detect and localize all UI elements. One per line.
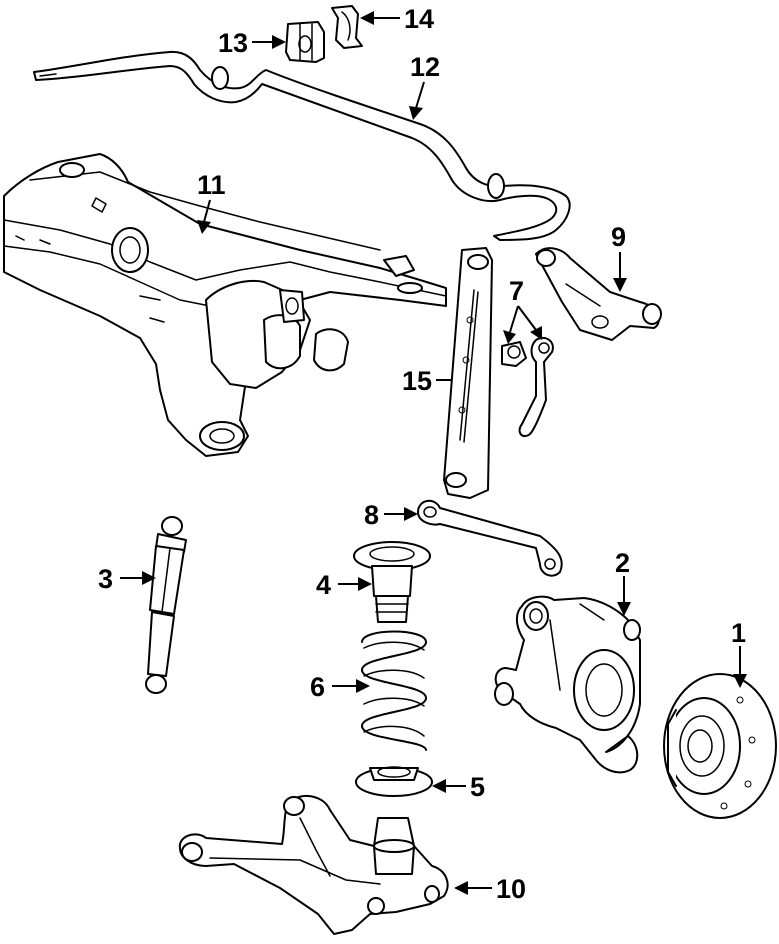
callout-leaders bbox=[120, 11, 747, 895]
lower-control-arm bbox=[178, 794, 449, 935]
callout-4: 4 bbox=[316, 570, 331, 600]
stabilizer-link bbox=[501, 336, 554, 438]
callout-9: 9 bbox=[611, 222, 626, 252]
arrow-head-9 bbox=[613, 278, 627, 292]
callout-2: 2 bbox=[615, 548, 630, 578]
callout-13: 13 bbox=[218, 28, 248, 58]
arrow-head-2 bbox=[617, 602, 631, 616]
leader-line-12 bbox=[415, 81, 425, 109]
strut-rod bbox=[443, 247, 493, 499]
arrow-head-12 bbox=[409, 106, 423, 120]
lower-spring-insulator bbox=[355, 766, 433, 797]
arrow-head-7a bbox=[503, 330, 516, 344]
callout-3: 3 bbox=[98, 564, 113, 594]
shock-absorber bbox=[145, 516, 187, 694]
arrow-head-8 bbox=[404, 507, 418, 521]
callout-7: 7 bbox=[509, 276, 524, 306]
bushing-clamp bbox=[331, 5, 363, 49]
steering-knuckle bbox=[494, 595, 641, 774]
callout-6: 6 bbox=[310, 672, 325, 702]
callout-14: 14 bbox=[404, 4, 434, 34]
arrow-head-14 bbox=[360, 11, 374, 25]
callout-11: 11 bbox=[197, 170, 226, 200]
callout-labels: 1 2 3 4 5 6 7 8 9 10 11 12 13 14 15 bbox=[98, 4, 746, 904]
spring-insulator bbox=[353, 541, 431, 623]
callout-8: 8 bbox=[364, 500, 379, 530]
arrow-head-1 bbox=[733, 674, 747, 688]
arrow-head-3 bbox=[142, 571, 156, 585]
stabilizer-bushing bbox=[285, 21, 325, 63]
arrow-head-6 bbox=[356, 679, 370, 693]
arrow-head-10 bbox=[454, 881, 468, 895]
callout-12: 12 bbox=[410, 52, 440, 82]
arrow-head-13 bbox=[272, 35, 286, 49]
arrow-head-11 bbox=[197, 220, 211, 234]
callout-5: 5 bbox=[470, 772, 485, 802]
leader-line-7 bbox=[509, 305, 537, 333]
arrow-head-7b bbox=[530, 326, 542, 340]
callout-1: 1 bbox=[731, 618, 746, 648]
stabilizer-bar bbox=[33, 50, 571, 241]
callout-10: 10 bbox=[496, 874, 526, 904]
callout-15: 15 bbox=[402, 366, 432, 396]
arrow-head-5 bbox=[432, 779, 446, 793]
hub-bearing bbox=[663, 673, 777, 819]
leader-line-11 bbox=[203, 199, 211, 223]
upper-control-arm bbox=[535, 247, 662, 341]
coil-spring bbox=[361, 630, 427, 751]
lower-link bbox=[417, 499, 563, 577]
arrow-head-4 bbox=[358, 577, 372, 591]
